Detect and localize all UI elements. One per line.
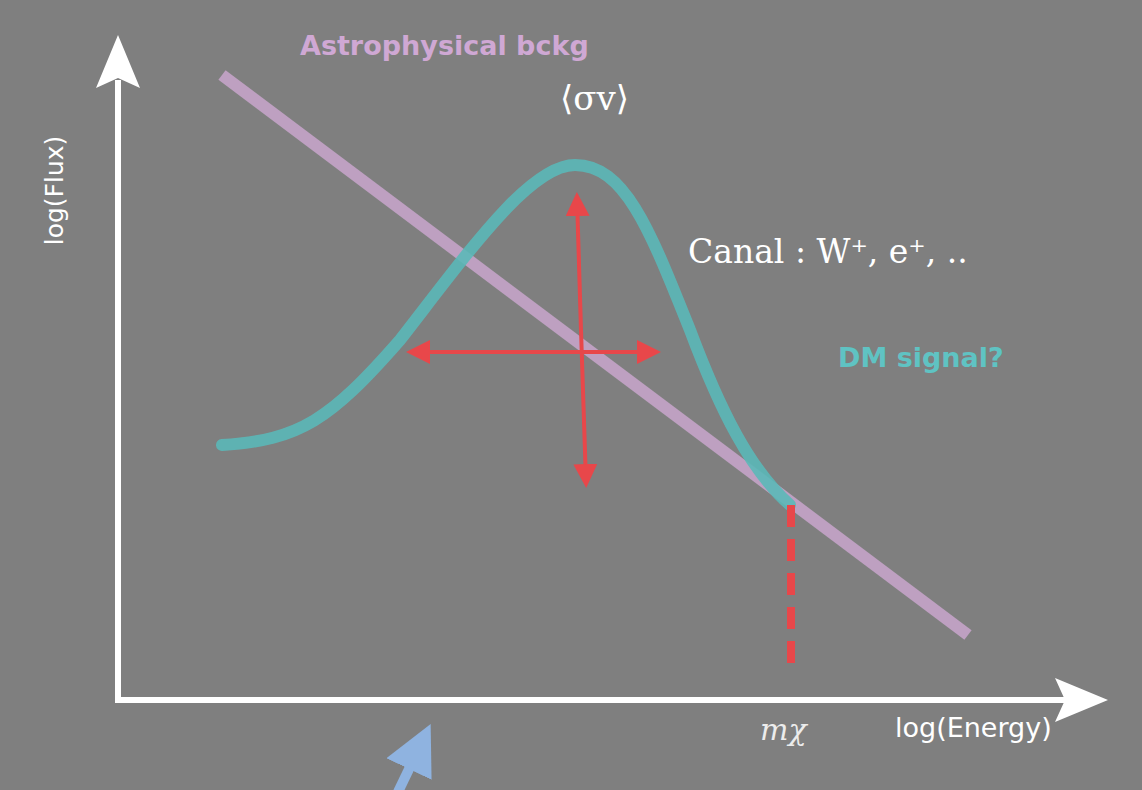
y-axis-head (96, 35, 140, 88)
mass-marker (787, 505, 795, 670)
arrow (530, 350, 655, 354)
signal-curve (222, 165, 790, 505)
arrow (412, 350, 530, 354)
arrow (577, 198, 581, 330)
y-axis (115, 80, 121, 703)
axis-title: log(Flux) (41, 135, 70, 245)
x-axis (115, 697, 1065, 703)
x-axis-head (1055, 678, 1108, 722)
cross-section-label: ⟨σv⟩ (560, 78, 629, 118)
tick-label: mχ (760, 712, 807, 747)
series-label: DM signal? (838, 342, 1004, 373)
axis-title: log(Energy) (895, 712, 1052, 743)
channel-label: Canal : W⁺, e⁺, .. (688, 232, 968, 271)
pointer-arrow (398, 742, 422, 790)
series-label: Astrophysical bckg (300, 30, 589, 61)
